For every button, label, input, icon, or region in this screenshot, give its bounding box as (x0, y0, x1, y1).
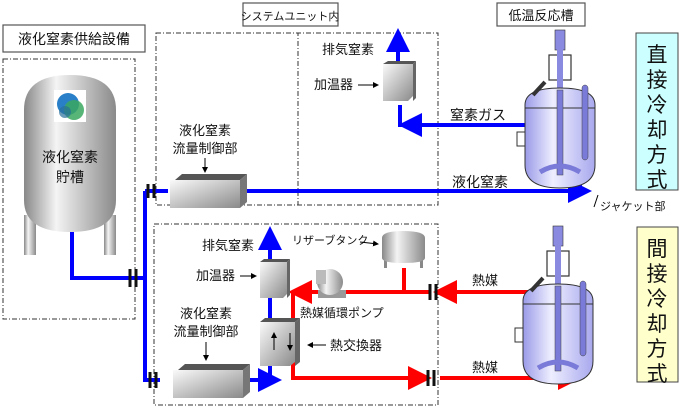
indirect-flow-ctrl-label-1: 液化窒素 (180, 306, 232, 322)
system-unit-frame-direct-full (155, 32, 439, 206)
supply-facility-frame (2, 58, 136, 320)
supply-facility-title: 液化窒素供給設備 (18, 31, 130, 48)
storage-tank-label-2: 貯槽 (56, 170, 84, 186)
method-char: 方 (647, 337, 668, 361)
direct-flow-ctrl-label-1: 液化窒素 (179, 123, 231, 139)
method-char: 接 (647, 262, 668, 286)
system-unit-frame-indirect (153, 223, 439, 406)
method-char: 間 (647, 237, 668, 261)
direct-heater (383, 61, 416, 101)
method-char: 接 (647, 68, 668, 92)
method-char: 式 (647, 168, 668, 192)
reactor-title: 低温反応槽 (508, 9, 573, 24)
supply-facility-title-box (2, 24, 146, 53)
system-unit-title-box (242, 2, 339, 27)
indirect-method-box (636, 226, 679, 383)
reactor-title-box (496, 2, 586, 27)
method-char: 冷 (647, 287, 668, 311)
direct-exhaust-label: 排気窒素 (322, 42, 374, 58)
direct-flow-controller (170, 174, 247, 208)
heat-exchanger-label: 熱交換器 (330, 338, 382, 354)
heat-exchanger (260, 318, 300, 366)
storage-tank (24, 75, 116, 255)
circulation-pump (316, 269, 346, 298)
heat-medium-return-label: 熱媒 (472, 274, 498, 289)
direct-flow-ctrl-label-2: 流量制御部 (172, 142, 237, 157)
indirect-flow-controller (173, 364, 250, 398)
method-char: 式 (647, 362, 668, 386)
direct-method-box (635, 32, 679, 191)
method-char: 冷 (647, 93, 668, 117)
method-char: 直 (647, 43, 668, 67)
liquid-nitrogen-line-label: 液化窒素 (452, 174, 508, 191)
system-unit-title: システムユニット内 (241, 9, 340, 23)
method-char: 方 (647, 143, 668, 167)
method-char: 却 (647, 312, 668, 336)
direct-heater-label: 加温器 (314, 78, 353, 93)
direct-reactor (516, 29, 596, 189)
jacket-pointer (593, 194, 599, 208)
indirect-heater (260, 259, 290, 298)
indirect-exhaust-label: 排気窒素 (202, 238, 254, 254)
reservoir-tank (382, 231, 425, 268)
reservoir-label: リザーブタンク (292, 233, 368, 247)
method-char: 却 (647, 118, 668, 142)
jacket-label: ジャケット部 (600, 199, 665, 213)
nitrogen-gas-label: 窒素ガス (450, 107, 506, 124)
storage-tank-label-1: 液化窒素 (42, 149, 98, 166)
pump-label: 熱媒循環ポンプ (300, 306, 384, 320)
indirect-heater-label: 加温器 (196, 269, 235, 284)
flanges (128, 184, 438, 388)
indirect-flow-ctrl-label-2: 流量制御部 (173, 325, 238, 340)
indirect-reactor (514, 225, 594, 385)
reservoir-pointer (359, 240, 379, 247)
heat-medium-supply-label: 熱媒 (472, 361, 498, 376)
